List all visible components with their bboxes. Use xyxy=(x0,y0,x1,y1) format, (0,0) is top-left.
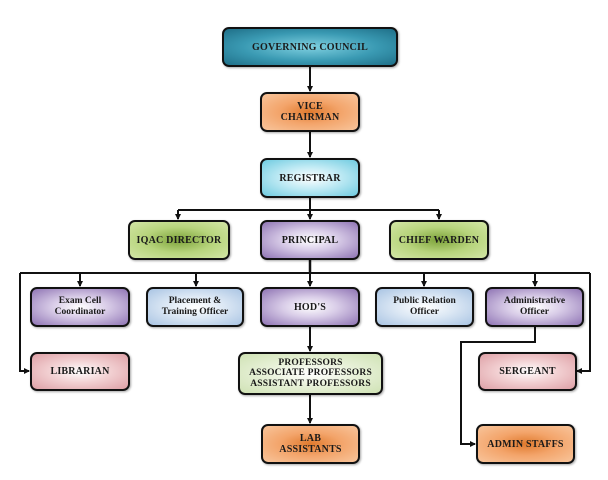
node-label: PROFESSORS ASSOCIATE PROFESSORS ASSISTAN… xyxy=(249,357,372,389)
node-label: VICE CHAIRMAN xyxy=(280,101,340,123)
node-iqac-director: IQAC DIRECTOR xyxy=(128,220,230,260)
node-public-relation-officer: Public Relation Officer xyxy=(375,287,474,327)
node-label: REGISTRAR xyxy=(279,172,341,184)
node-sergeant: SERGEANT xyxy=(478,352,577,391)
node-label: PRINCIPAL xyxy=(281,234,339,246)
node-principal: PRINCIPAL xyxy=(260,220,360,260)
node-label: Exam Cell Coordinator xyxy=(54,296,106,317)
node-professors: PROFESSORS ASSOCIATE PROFESSORS ASSISTAN… xyxy=(238,352,383,395)
edge-admin-officer-to-staffs xyxy=(460,327,536,447)
node-label: LAB ASSISTANTS xyxy=(279,433,342,455)
node-label: Placement & Training Officer xyxy=(161,296,229,317)
node-registrar: REGISTRAR xyxy=(260,158,360,198)
node-label: IQAC DIRECTOR xyxy=(136,234,222,246)
node-label: Administrative Officer xyxy=(503,296,566,317)
node-label: HOD'S xyxy=(293,301,327,313)
node-label: SERGEANT xyxy=(499,366,556,377)
node-label: CHIEF WARDEN xyxy=(398,234,480,246)
edge-to-sergeant xyxy=(576,273,591,374)
node-placement-training-officer: Placement & Training Officer xyxy=(146,287,244,327)
node-exam-cell-coordinator: Exam Cell Coordinator xyxy=(30,287,130,327)
node-admin-staffs: ADMIN STAFFS xyxy=(476,424,575,464)
node-label: LIBRARIAN xyxy=(50,366,110,377)
node-governing-council: GOVERNING COUNCIL xyxy=(222,27,398,67)
node-administrative-officer: Administrative Officer xyxy=(485,287,584,327)
edge-to-librarian xyxy=(19,273,30,374)
node-label: Public Relation Officer xyxy=(393,296,456,317)
node-librarian: LIBRARIAN xyxy=(30,352,130,391)
node-label: GOVERNING COUNCIL xyxy=(252,41,368,53)
node-hods: HOD'S xyxy=(260,287,360,327)
node-lab-assistants: LAB ASSISTANTS xyxy=(261,424,360,464)
node-chief-warden: CHIEF WARDEN xyxy=(389,220,489,260)
node-vice-chairman: VICE CHAIRMAN xyxy=(260,92,360,132)
node-label: ADMIN STAFFS xyxy=(487,438,564,450)
